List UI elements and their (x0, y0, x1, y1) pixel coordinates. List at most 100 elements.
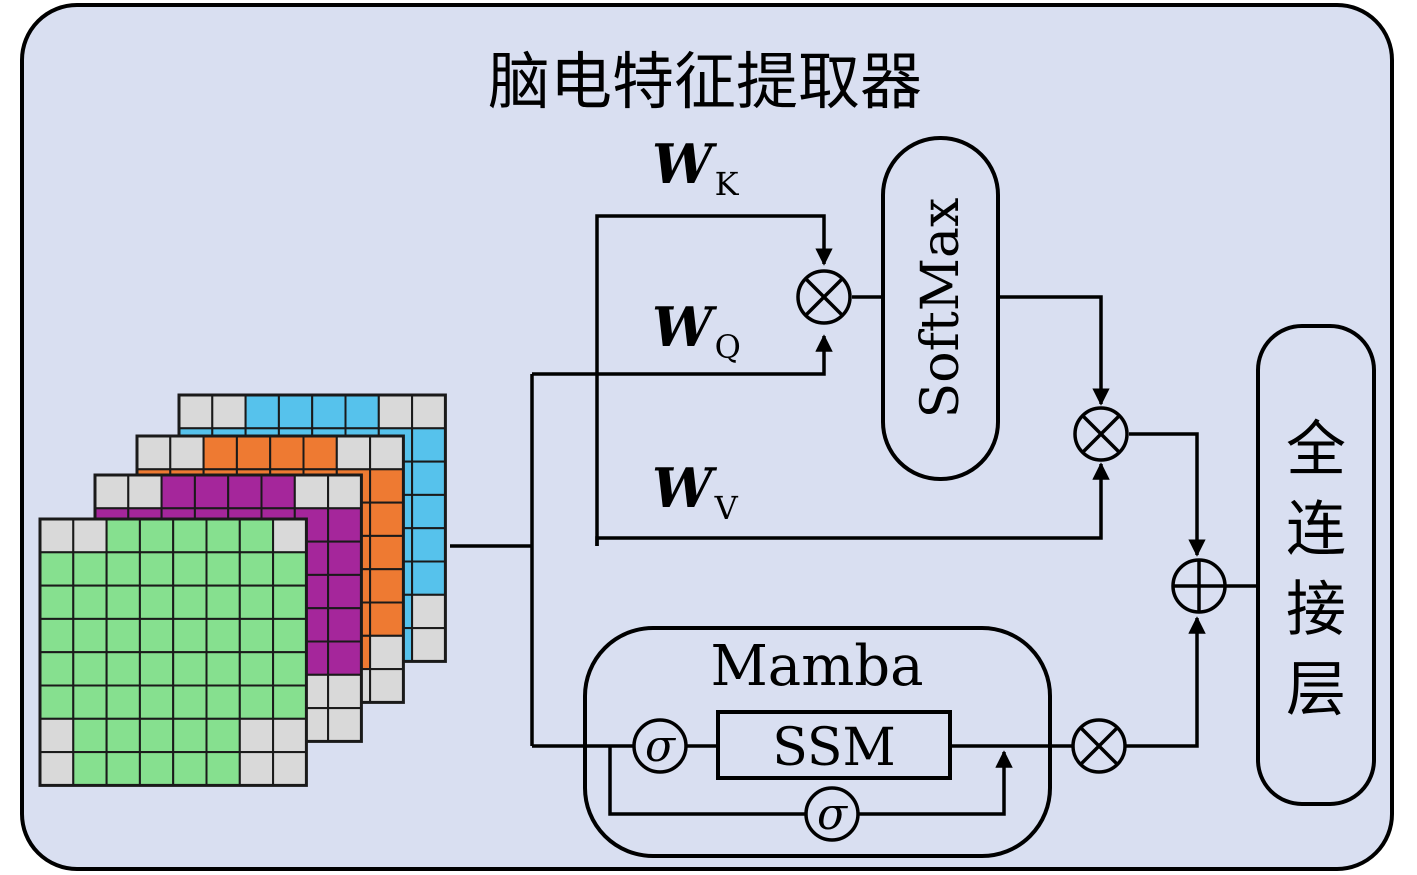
grid-cell (127, 474, 163, 510)
grid-cell (369, 668, 405, 704)
grid-cell (205, 617, 241, 654)
grid-cell (105, 717, 141, 754)
fc-char-3: 接 (1286, 575, 1346, 645)
grid-cell (411, 627, 447, 663)
softmax-label: SoftMax (911, 198, 971, 419)
grid-cell (369, 634, 405, 671)
grid-cell (369, 435, 405, 471)
grid-cell (327, 673, 363, 710)
grid-cell (411, 527, 447, 563)
grid-cell (39, 717, 75, 754)
connection-wires (450, 214, 1258, 816)
feature-map-border (38, 517, 308, 787)
grid-cell (178, 394, 214, 430)
add-operator (1171, 558, 1227, 614)
weight-k-label: WK (652, 132, 740, 203)
grid-cell (205, 651, 241, 687)
grid-cell (327, 607, 363, 643)
sigma-gate-upper: σ (632, 718, 688, 774)
grid-cell (39, 551, 75, 587)
feature-map-green (38, 517, 308, 787)
grid-cell (377, 394, 414, 430)
grid-cell (327, 507, 363, 543)
grid-cell (205, 684, 241, 720)
grid-cell (205, 751, 241, 787)
grid-cell (138, 584, 175, 620)
fc-char-1: 全 (1286, 415, 1346, 485)
mamba-label: Mamba (710, 634, 923, 699)
grid-cell (238, 751, 275, 787)
grid-cell (105, 651, 141, 687)
grid-cell (172, 684, 208, 720)
grid-cell (238, 717, 275, 754)
grid-cell (138, 717, 175, 754)
grid-cell (138, 751, 175, 787)
grid-cell (193, 474, 230, 510)
ssm-box (716, 710, 952, 780)
grid-cell (411, 593, 447, 630)
grid-cell (39, 518, 75, 554)
grid-cell (138, 617, 175, 654)
grid-cell (105, 551, 141, 587)
grid-cell (327, 640, 363, 676)
grid-cell (272, 651, 308, 687)
multiply-operator-mamba (1071, 718, 1127, 774)
grid-cell (72, 717, 108, 754)
grid-cell (238, 518, 275, 554)
grid-cell (39, 584, 75, 620)
grid-cell (72, 584, 108, 620)
grid-cell (311, 394, 347, 430)
grid-cell (411, 493, 447, 530)
grid-cell (202, 435, 238, 471)
grid-cell (39, 751, 75, 787)
grid-cell (72, 617, 108, 654)
grid-cell (105, 584, 141, 620)
grid-cell (369, 501, 405, 537)
grid-cell (39, 617, 75, 654)
svg-text:σ: σ (817, 789, 849, 840)
grid-cell (138, 684, 175, 720)
grid-cell (39, 651, 75, 687)
grid-cell (411, 427, 447, 463)
grid-cell (172, 617, 208, 654)
mamba-block: Mamba SSM σ σ (583, 626, 1052, 858)
grid-cell (227, 474, 263, 510)
feature-map-stack (38, 393, 447, 787)
grid-cell (335, 435, 372, 471)
grid-cell (272, 717, 308, 754)
grid-cell (277, 394, 314, 430)
grid-cell (138, 651, 175, 687)
grid-cell (272, 617, 308, 654)
grid-cell (411, 394, 447, 430)
grid-cell (160, 474, 196, 510)
grid-cell (344, 394, 380, 430)
grid-cell (411, 560, 447, 596)
grid-cell (327, 540, 363, 576)
grid-cell (369, 568, 405, 604)
grid-cell (94, 474, 130, 510)
grid-cell (272, 551, 308, 587)
grid-cell (269, 435, 305, 471)
grid-cell (105, 684, 141, 720)
grid-cell (138, 551, 175, 587)
multiply-operator-v (1073, 406, 1129, 462)
grid-cell (172, 751, 208, 787)
grid-cell (72, 551, 108, 587)
grid-cell (327, 474, 363, 510)
grid-cell (244, 394, 280, 430)
grid-cell (172, 518, 208, 554)
grid-cell (205, 551, 241, 587)
grid-cell (272, 584, 308, 620)
grid-cell (272, 684, 308, 720)
grid-cell (205, 717, 241, 754)
grid-cell (172, 717, 208, 754)
grid-cell (369, 601, 405, 637)
grid-cell (211, 394, 247, 430)
grid-cell (293, 474, 330, 510)
grid-cell (238, 617, 275, 654)
fully-connected-layer: 全 连 接 层 (1256, 324, 1376, 806)
softmax-box: SoftMax (881, 136, 1000, 481)
grid-cell (369, 468, 405, 504)
grid-cell (72, 518, 108, 554)
